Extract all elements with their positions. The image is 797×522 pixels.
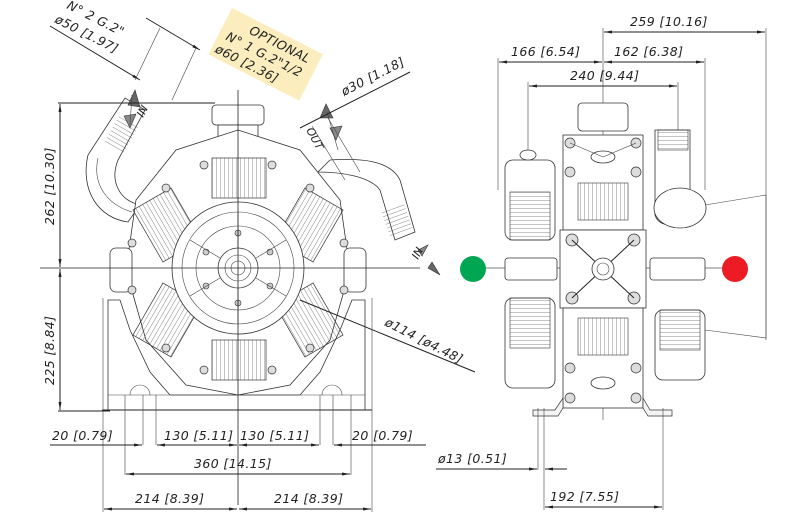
side-hole-dia-label: ø13 [0.51] [437,451,507,466]
side-top-overall-label: 259 [10.16] [630,14,708,29]
side-bottom-dimensions: ø13 [0.51] 192 [7.55] [436,408,664,510]
outlet-arrow [319,103,343,151]
base-half-left-label: 214 [8.39] [135,491,204,506]
outlet-elbow: OUT [303,103,416,241]
shaft-right-marker [722,256,748,282]
base-dimensions: 20 [0.79] 130 [5.11] 130 [5.11] 20 [0.79… [50,298,426,512]
side-foot-width-label: 192 [7.55] [550,489,619,504]
side-right-label: 162 [6.38] [614,44,683,59]
side-body [504,102,707,417]
base-overall-label: 360 [14.15] [194,456,272,471]
side-body-width-label: 240 [9.44] [570,68,639,83]
height-lower-label: 225 [8.84] [42,316,57,385]
side-top-dimensions: 259 [10.16] 166 [6.54] 162 [6.38] 240 [9… [497,14,767,420]
height-upper-label: 262 [10.30] [42,147,57,225]
side-left-label: 166 [6.54] [511,44,580,59]
side-view: 259 [10.16] 166 [6.54] 162 [6.38] 240 [9… [436,14,767,510]
front-view: IN OUT IN [40,0,476,512]
base-left-edge-label: 20 [0.79] [52,428,113,443]
base-right-center-label: 130 [5.11] [240,428,309,443]
outlet-dia-label: ø30 [1.18] [338,54,407,99]
side-inlet-label: IN [409,245,426,261]
shaft-left-marker [460,256,486,282]
height-dimensions: 262 [10.30] 225 [8.84] [42,102,215,412]
base-left-center-label: 130 [5.11] [164,428,233,443]
outlet-label: OUT [303,125,326,153]
base-right-edge-label: 20 [0.79] [352,428,413,443]
base-half-right-label: 214 [8.39] [274,491,343,506]
side-inlet-arrow: IN [409,244,441,276]
inlet-spec: N° 2 G.2" ø50 [1.97] [49,0,201,101]
flange-dia-label: ø114 [ø4.48] [382,314,466,367]
inlet-label: IN [134,103,151,119]
optional-box [208,8,323,101]
optional-callout: OPTIONAL N° 1 G.2"1/2 ø60 [2.36] [208,8,323,101]
